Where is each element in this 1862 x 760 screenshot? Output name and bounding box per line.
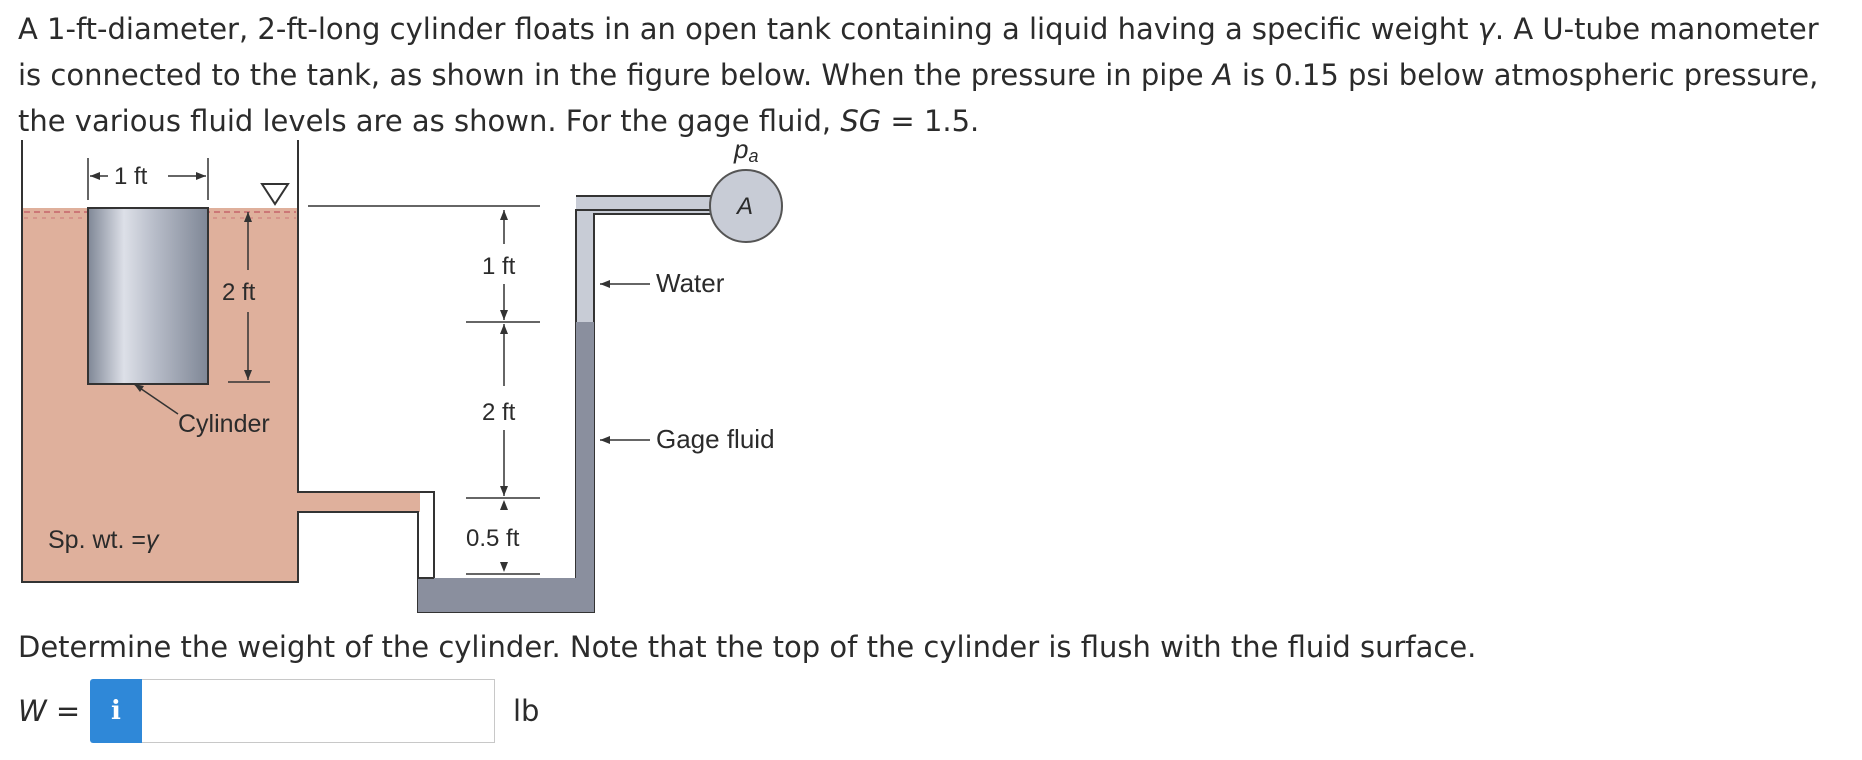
- specific-weight-label: Sp. wt. =γ: [48, 526, 160, 554]
- cylinder-length-label: 2 ft: [222, 279, 256, 306]
- weight-answer-input[interactable]: [142, 679, 495, 743]
- atmospheric-pressure-label: pa: [733, 135, 758, 166]
- problem-statement: A 1-ft-diameter, 2-ft-long cylinder floa…: [18, 12, 1819, 138]
- answer-row: W = i lb: [18, 678, 539, 744]
- water-label: Water: [656, 268, 725, 298]
- pipe-a-label: A: [735, 193, 753, 220]
- unit-label: lb: [513, 694, 540, 728]
- water-height-label: 1 ft: [482, 253, 516, 280]
- answer-variable-label: W =: [18, 694, 81, 728]
- tank-wall-right: [297, 140, 577, 597]
- manometer-right-gage-fluid: [576, 322, 594, 612]
- manometer-water-pipe: [576, 196, 716, 214]
- pipe-a: [709, 169, 783, 243]
- manometer-water-column: [576, 210, 594, 322]
- free-surface-icon: [260, 183, 290, 206]
- bottom-height-label: 0.5 ft: [466, 525, 520, 552]
- cylinder-label: Cylinder: [178, 410, 270, 438]
- manometer-bottom-gage-fluid: [418, 578, 594, 612]
- cylinder: [87, 207, 209, 385]
- manometer-left-gage-fluid: [418, 578, 434, 612]
- gage-fluid-label: Gage fluid: [656, 424, 775, 454]
- tank-manometer-figure: 1 ft 2 ft Cylinder Sp. wt. =γ 1 ft 2 ft …: [21, 135, 783, 613]
- gage-height-label: 2 ft: [482, 399, 516, 426]
- question-text: Determine the weight of the cylinder. No…: [18, 630, 1477, 664]
- info-icon[interactable]: i: [90, 679, 142, 743]
- diameter-label: 1 ft: [114, 163, 148, 190]
